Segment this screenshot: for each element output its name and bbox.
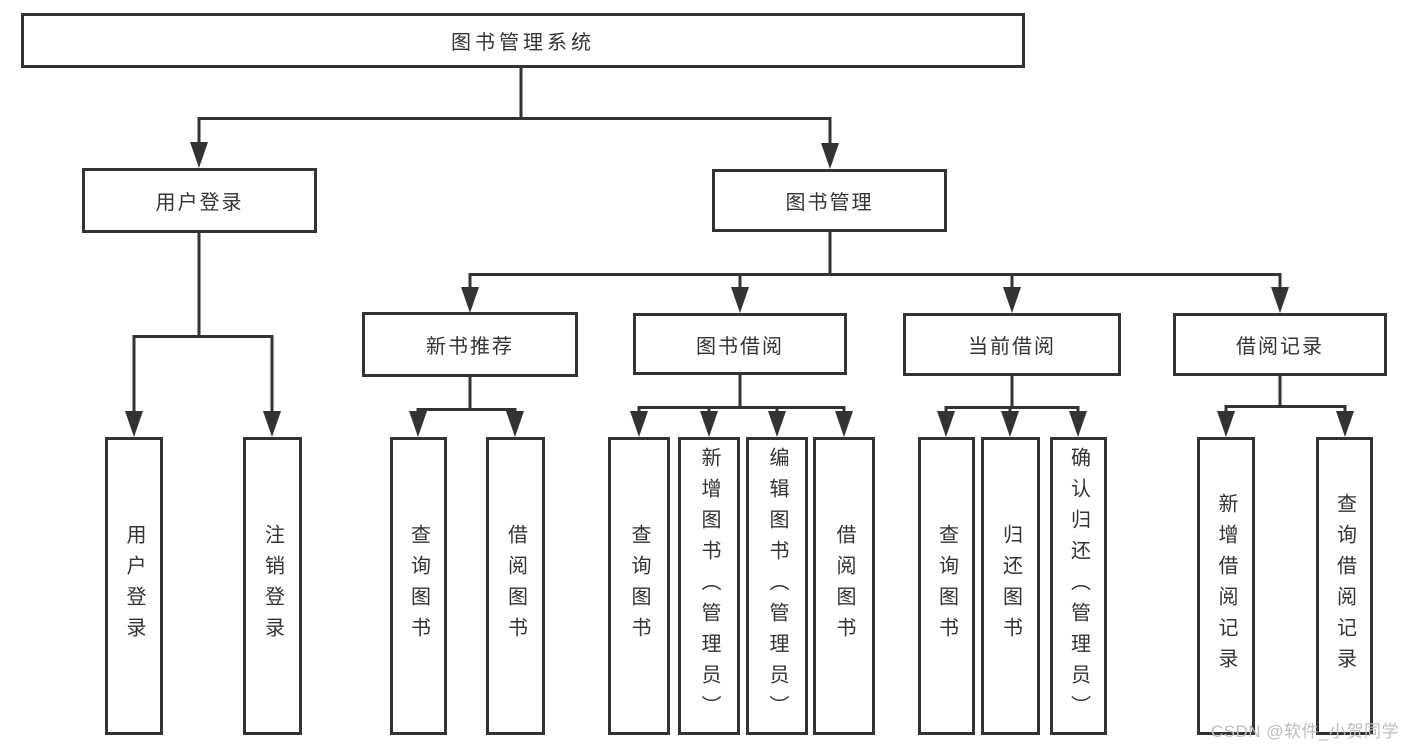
arrow-icon bbox=[125, 411, 143, 437]
arrow-icon bbox=[700, 411, 718, 437]
leaf-query-books-recommend: 查询图书 bbox=[390, 437, 447, 735]
leaf-edit-book-admin: 编辑图书（管理员） bbox=[746, 437, 808, 735]
leaf-label: 新增图书（管理员） bbox=[698, 446, 720, 726]
leaf-label: 用户登录 bbox=[123, 524, 145, 648]
arrow-icon bbox=[1217, 411, 1235, 437]
arrow-icon bbox=[506, 411, 524, 437]
node-book-management: 图书管理 bbox=[712, 169, 947, 232]
arrow-icon bbox=[937, 411, 955, 437]
leaf-query-books-borrow: 查询图书 bbox=[608, 437, 670, 735]
node-book-borrow: 图书借阅 bbox=[633, 313, 847, 375]
leaf-label: 借阅图书 bbox=[504, 524, 527, 648]
arrow-icon bbox=[1336, 411, 1354, 437]
connector-current-branch bbox=[944, 374, 1080, 414]
leaf-label: 归还图书 bbox=[999, 524, 1022, 648]
connector-borrow-branch bbox=[637, 373, 846, 414]
node-root-system: 图书管理系统 bbox=[21, 13, 1025, 68]
leaf-borrow-books-recommend: 借阅图书 bbox=[486, 437, 545, 735]
leaf-confirm-return-admin: 确认归还（管理员） bbox=[1050, 437, 1107, 735]
connector-records-branch bbox=[1224, 374, 1347, 414]
arrow-icon bbox=[630, 411, 648, 437]
arrow-icon bbox=[835, 411, 853, 437]
leaf-return-book: 归还图书 bbox=[981, 437, 1040, 735]
leaf-label: 查询图书 bbox=[407, 524, 430, 648]
leaf-label: 确认归还（管理员） bbox=[1067, 446, 1090, 726]
connector-management-to-level3 bbox=[468, 230, 1282, 290]
leaf-label: 借阅图书 bbox=[833, 524, 855, 648]
node-new-book-recommend: 新书推荐 bbox=[362, 312, 578, 377]
arrow-icon bbox=[768, 411, 786, 437]
leaf-query-books-current: 查询图书 bbox=[918, 437, 975, 735]
arrow-icon bbox=[1271, 287, 1289, 313]
leaf-label: 查询图书 bbox=[628, 524, 650, 648]
leaf-add-borrow-record: 新增借阅记录 bbox=[1197, 437, 1255, 735]
node-user-login: 用户登录 bbox=[82, 168, 317, 233]
arrow-icon bbox=[821, 143, 839, 169]
arrowheads bbox=[125, 142, 1354, 437]
node-current-borrow: 当前借阅 bbox=[903, 313, 1121, 376]
arrow-icon bbox=[461, 287, 479, 313]
arrow-icon bbox=[1001, 411, 1019, 437]
arrow-icon bbox=[409, 411, 427, 437]
connector-root-to-level2 bbox=[197, 65, 832, 145]
leaf-label: 新增借阅记录 bbox=[1215, 493, 1237, 679]
arrow-icon bbox=[263, 411, 281, 437]
leaf-label: 查询图书 bbox=[935, 524, 958, 648]
leaf-user-login: 用户登录 bbox=[105, 437, 163, 735]
leaf-borrow-books: 借阅图书 bbox=[813, 437, 875, 735]
leaf-add-book-admin: 新增图书（管理员） bbox=[678, 437, 740, 735]
connector-login-branch bbox=[132, 231, 274, 413]
leaf-logout: 注销登录 bbox=[243, 437, 302, 735]
connector-recommend-branch bbox=[416, 375, 517, 414]
arrow-icon bbox=[1069, 411, 1087, 437]
leaf-label: 注销登录 bbox=[261, 524, 284, 648]
arrow-icon bbox=[190, 142, 208, 168]
node-borrow-records: 借阅记录 bbox=[1173, 313, 1387, 376]
arrow-icon bbox=[731, 287, 749, 313]
csdn-watermark: CSDN @软件_小贺同学 bbox=[1210, 722, 1399, 741]
leaf-query-borrow-record: 查询借阅记录 bbox=[1316, 437, 1373, 735]
leaf-label: 编辑图书（管理员） bbox=[766, 446, 788, 726]
leaf-label: 查询借阅记录 bbox=[1333, 493, 1356, 679]
arrow-icon bbox=[1003, 287, 1021, 313]
